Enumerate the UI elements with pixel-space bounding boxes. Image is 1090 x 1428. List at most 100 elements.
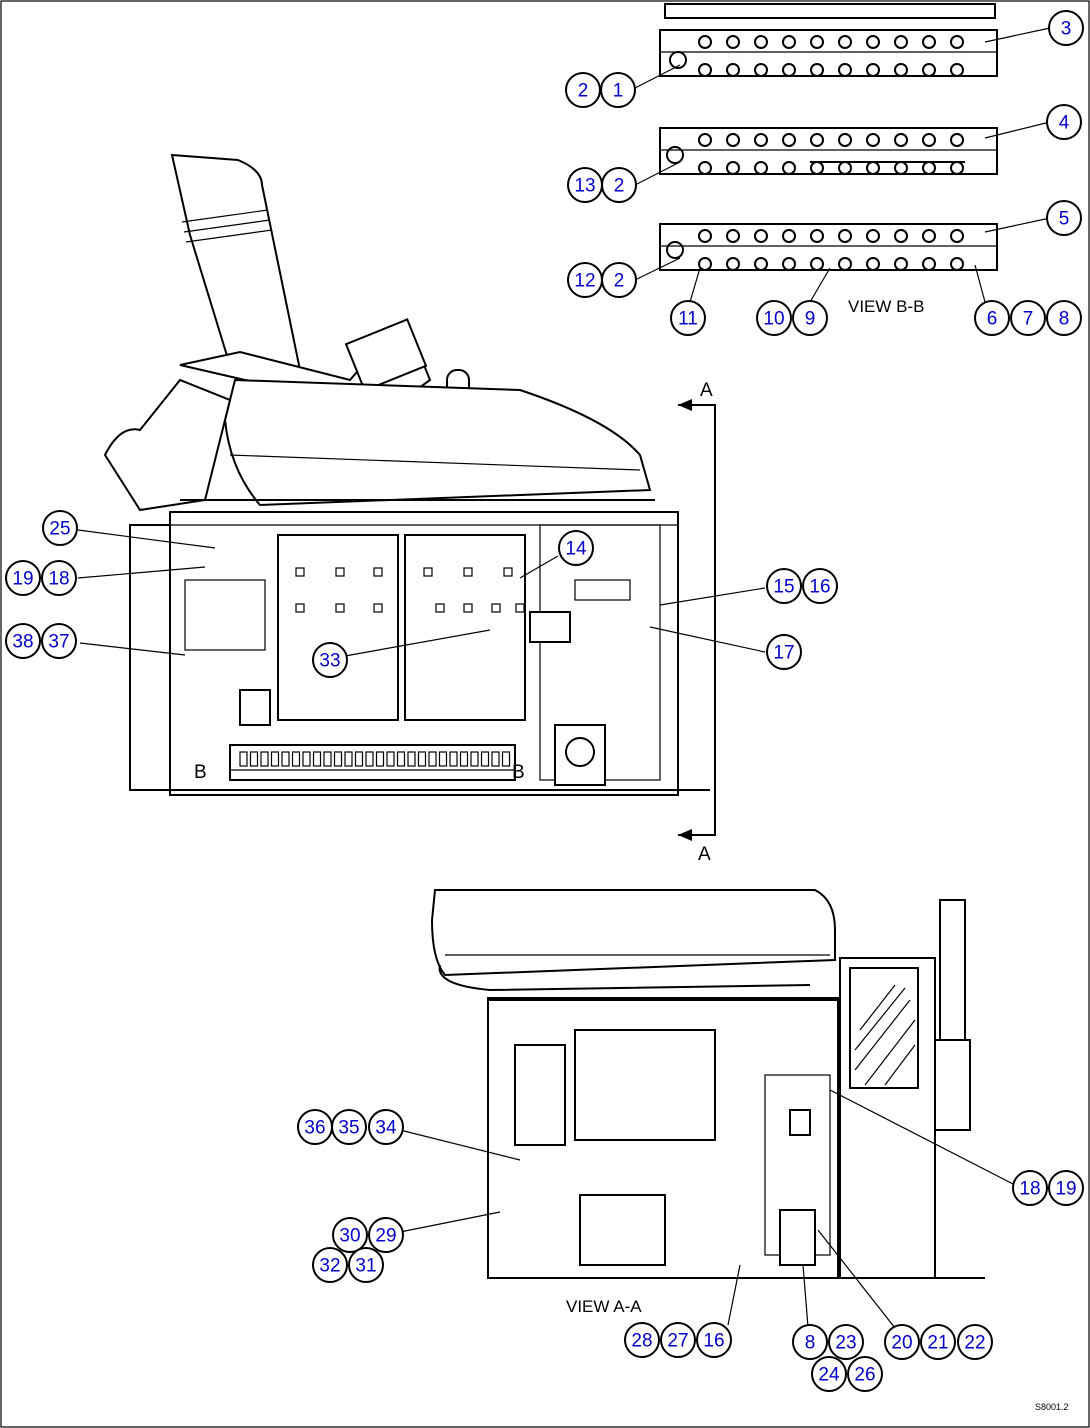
callout-number: 16	[703, 1331, 724, 1352]
callout-number: 12	[574, 271, 595, 292]
callout-c38: 38	[5, 623, 41, 659]
terminal-block-cell	[449, 751, 458, 767]
terminal-screw	[754, 35, 768, 49]
callout-number: 27	[667, 1331, 688, 1352]
callout-number: 8	[1059, 309, 1070, 330]
callout-number: 10	[763, 309, 784, 330]
callout-number: 28	[631, 1331, 652, 1352]
callout-c9: 9	[792, 300, 828, 336]
terminal-block-cell	[323, 751, 332, 767]
callout-number: 30	[339, 1226, 360, 1247]
callout-c20: 20	[884, 1324, 920, 1360]
terminal-screw	[838, 161, 852, 175]
terminal-screw	[922, 133, 936, 147]
terminal-screw	[782, 35, 796, 49]
view-bb-label: VIEW B-B	[848, 297, 925, 316]
terminal-block-cell	[365, 751, 374, 767]
terminal-screw	[922, 257, 936, 271]
terminal-screw	[782, 229, 796, 243]
terminal-screw	[810, 63, 824, 77]
terminal-screw	[782, 63, 796, 77]
callout-number: 3	[1061, 19, 1072, 40]
terminal-screw	[726, 257, 740, 271]
drawing-code: S8001.2	[1035, 1402, 1069, 1412]
callout-number: 23	[835, 1333, 856, 1354]
terminal-screw	[810, 229, 824, 243]
callout-c6: 6	[974, 300, 1010, 336]
callout-c2c: 2	[601, 262, 637, 298]
terminal-screw	[698, 133, 712, 147]
callout-number: 9	[805, 309, 816, 330]
callout-c14: 14	[558, 530, 594, 566]
console-fastener	[463, 567, 473, 577]
terminal-block-cell	[344, 751, 353, 767]
section-b-left-label: B	[194, 762, 207, 783]
view-aa-label: VIEW A-A	[566, 1297, 642, 1316]
callout-number: 16	[809, 577, 830, 598]
callout-number: 20	[891, 1333, 912, 1354]
terminal-screw	[810, 35, 824, 49]
terminal-screw	[894, 161, 908, 175]
callout-c34: 34	[368, 1109, 404, 1145]
callout-c30: 30	[332, 1217, 368, 1253]
callout-c36: 36	[297, 1109, 333, 1145]
callout-number: 1	[613, 81, 624, 102]
callout-number: 19	[12, 569, 33, 590]
terminal-block-cell	[312, 751, 322, 767]
callout-c21: 21	[920, 1324, 956, 1360]
terminal-block-cell	[417, 751, 427, 767]
terminal-screw	[950, 35, 964, 49]
terminal-screw	[922, 35, 936, 49]
callout-c29: 29	[368, 1217, 404, 1253]
terminal-screw	[754, 133, 768, 147]
terminal-block-cell	[428, 751, 437, 767]
callout-c16b: 16	[696, 1322, 732, 1358]
callout-c7: 7	[1010, 300, 1046, 336]
terminal-block-cell	[291, 751, 301, 767]
callout-c37: 37	[41, 623, 77, 659]
terminal-screw	[894, 133, 908, 147]
callout-c35: 35	[331, 1109, 367, 1145]
callout-c3: 3	[1048, 10, 1084, 46]
terminal-screw	[810, 161, 824, 175]
terminal-screw	[838, 63, 852, 77]
callout-number: 24	[818, 1365, 840, 1386]
console-fastener	[515, 603, 525, 613]
terminal-screw	[866, 35, 880, 49]
callout-number: 6	[987, 309, 998, 330]
terminal-block-cell	[480, 751, 490, 767]
terminal-screw	[950, 229, 964, 243]
callout-number: 25	[49, 519, 70, 540]
callout-number: 37	[48, 632, 69, 653]
terminal-screw	[866, 257, 880, 271]
terminal-screw	[782, 133, 796, 147]
view-aa-drawing	[430, 889, 985, 1279]
terminal-screw	[782, 161, 796, 175]
callout-number: 36	[304, 1118, 325, 1139]
terminal-screw	[754, 229, 768, 243]
terminal-screw	[698, 35, 712, 49]
terminal-screw	[726, 133, 740, 147]
terminal-block-cell	[270, 751, 280, 767]
callout-c24: 24	[811, 1356, 847, 1392]
terminal-screw	[894, 257, 908, 271]
callout-number: 21	[927, 1333, 948, 1354]
callout-number: 18	[1019, 1179, 1040, 1200]
callout-c8b: 8	[792, 1324, 828, 1360]
callout-number: 11	[678, 309, 698, 330]
callout-number: 22	[964, 1333, 985, 1354]
terminal-screw	[754, 257, 768, 271]
terminal-block-cell	[302, 751, 311, 767]
callout-number: 34	[375, 1118, 397, 1139]
callout-c15: 15	[766, 568, 802, 604]
callout-c23: 23	[828, 1324, 864, 1360]
callout-c31: 31	[348, 1247, 384, 1283]
terminal-screw	[838, 35, 852, 49]
callout-number: 8	[805, 1333, 816, 1354]
callout-number: 18	[48, 569, 69, 590]
callout-number: 14	[565, 539, 587, 560]
seat-side-view	[103, 153, 655, 512]
terminal-block-cell	[260, 751, 269, 767]
